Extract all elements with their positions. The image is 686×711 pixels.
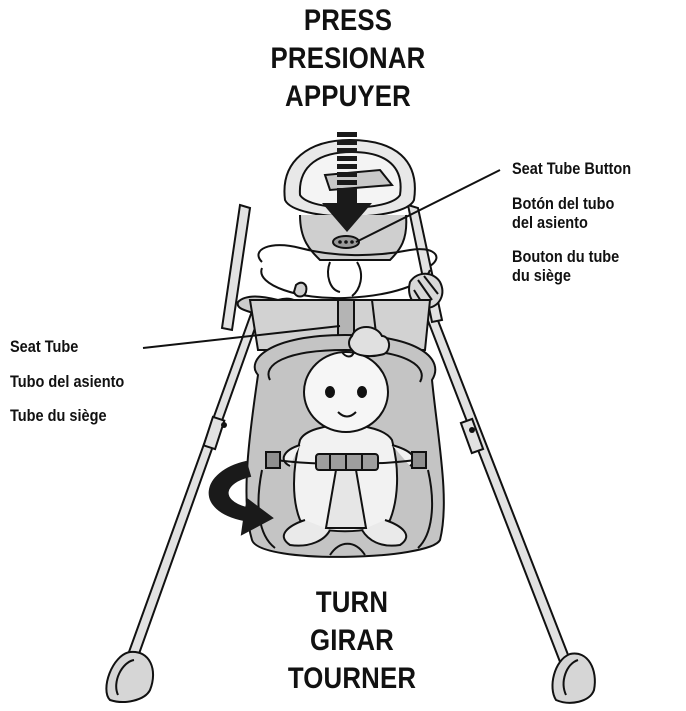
turn-instruction: TURN GIRAR TOURNER bbox=[266, 584, 438, 698]
turn-label-en: TURN bbox=[266, 584, 438, 622]
seat-tube-button bbox=[333, 236, 359, 248]
callout-button-en: Seat Tube Button bbox=[512, 160, 631, 179]
press-label-es: PRESIONAR bbox=[262, 40, 434, 78]
press-label-fr: APPUYER bbox=[262, 78, 434, 116]
seat-tube-callout: Seat Tube Tubo del asiento Tube du siège bbox=[10, 338, 124, 426]
callout-button-fr-1: Bouton du tube bbox=[512, 248, 631, 267]
baby-head bbox=[304, 352, 388, 432]
press-instruction: PRESS PRESIONAR APPUYER bbox=[262, 2, 434, 116]
turn-label-es: GIRAR bbox=[266, 622, 438, 660]
seat-tube bbox=[338, 300, 354, 340]
press-label-en: PRESS bbox=[262, 2, 434, 40]
callout-button-fr-2: du siège bbox=[512, 267, 631, 286]
callout-tube-es: Tubo del asiento bbox=[10, 373, 124, 392]
callout-button-es-1: Botón del tubo bbox=[512, 195, 631, 214]
left-front-leg bbox=[125, 300, 265, 665]
callout-tube-en: Seat Tube bbox=[10, 338, 124, 357]
left-foot bbox=[106, 652, 153, 702]
left-leg-joint bbox=[204, 417, 225, 449]
callout-button-es-2: del asiento bbox=[512, 214, 631, 233]
callout-tube-fr: Tube du siège bbox=[10, 407, 124, 426]
seat-tube-button-callout: Seat Tube Button Botón del tubo del asie… bbox=[512, 160, 631, 286]
turn-label-fr: TOURNER bbox=[266, 660, 438, 698]
